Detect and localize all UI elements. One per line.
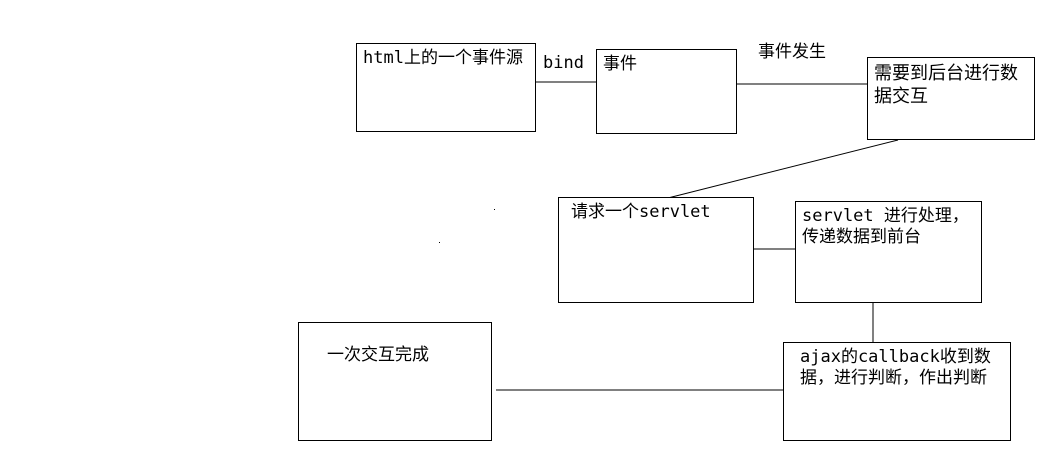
- node-ajax-callback: ajax的callback收到数据，进行判断，作出判断: [783, 342, 1011, 441]
- node-servlet-processing: servlet 进行处理，传递数据到前台: [795, 201, 982, 303]
- stray-dot: [494, 209, 495, 210]
- node-request-servlet: 请求一个servlet: [558, 197, 754, 303]
- connector-backend-to-servlet-request: [659, 139, 899, 201]
- node-backend-interaction: 需要到后台进行数据交互: [867, 57, 1035, 140]
- node-html-event-source: html上的一个事件源: [356, 43, 536, 132]
- node-interaction-complete: 一次交互完成: [298, 322, 492, 441]
- edge-label-bind: bind: [543, 53, 584, 73]
- node-event: 事件: [596, 49, 737, 134]
- stray-dot: [439, 242, 440, 243]
- edge-label-event-occurs: 事件发生: [758, 42, 826, 62]
